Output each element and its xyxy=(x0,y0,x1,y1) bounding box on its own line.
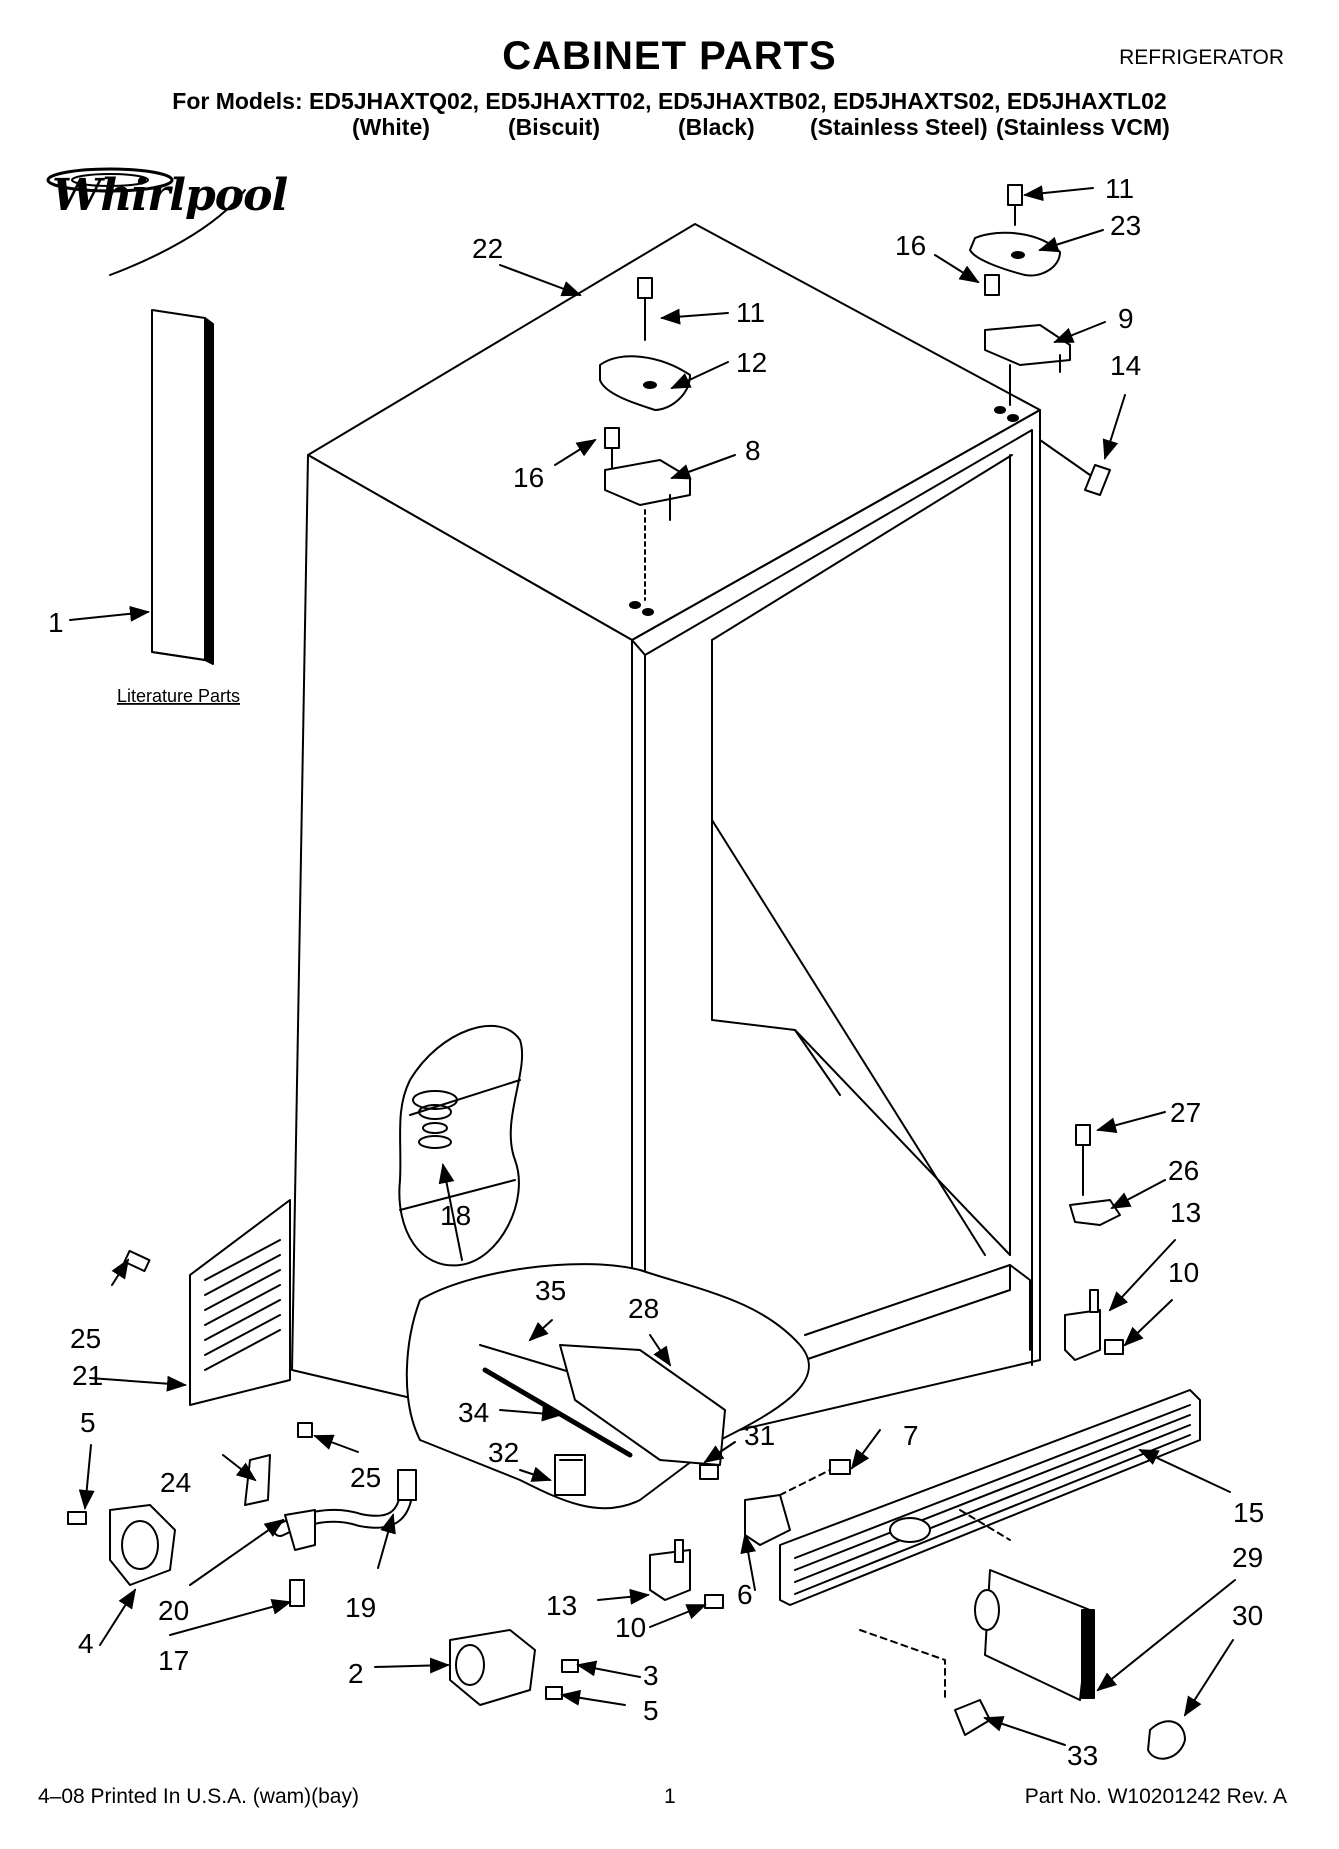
variant-black: (Black) xyxy=(678,114,755,140)
callout-12: 12 xyxy=(736,347,767,378)
whirlpool-swirl-icon xyxy=(46,167,246,276)
cutaway-lower-compartment xyxy=(405,1263,810,1510)
callout-20: 20 xyxy=(158,1595,189,1626)
callout-9: 9 xyxy=(1118,303,1134,334)
callout-25b: 25 xyxy=(350,1462,381,1493)
footer-part-number: Part No. W10201242 Rev. A xyxy=(1024,1785,1287,1808)
callout-25a: 25 xyxy=(70,1323,101,1354)
footer-print-info: 4–08 Printed In U.S.A. (wam)(bay) xyxy=(38,1785,359,1808)
callout-13a: 13 xyxy=(1170,1197,1201,1228)
callout-5a: 5 xyxy=(80,1407,96,1438)
appliance-category: REFRIGERATOR xyxy=(1119,46,1284,69)
callout-6: 6 xyxy=(737,1579,753,1610)
variant-stainless-vcm: (Stainless VCM) xyxy=(996,114,1170,140)
leader-arrows xyxy=(69,185,1236,1746)
models-line: For Models: ED5JHAXTQ02, ED5JHAXTT02, ED… xyxy=(172,88,1167,114)
callout-7: 7 xyxy=(903,1420,919,1451)
kickplate-grille-15 xyxy=(779,1389,1201,1606)
callout-15: 15 xyxy=(1233,1497,1264,1528)
top-right-hinge-parts xyxy=(969,184,1111,496)
callout-3: 3 xyxy=(643,1660,659,1691)
callout-16a: 16 xyxy=(895,230,926,261)
callout-35: 35 xyxy=(535,1275,566,1306)
callout-4: 4 xyxy=(78,1628,94,1659)
rear-grille-21 xyxy=(189,1199,291,1406)
callout-17: 17 xyxy=(158,1645,189,1676)
callout-29: 29 xyxy=(1232,1542,1263,1573)
callout-30: 30 xyxy=(1232,1600,1263,1631)
water-filter-assembly xyxy=(859,1569,1186,1760)
lower-center-parts xyxy=(649,1459,851,1609)
callout-2: 2 xyxy=(348,1658,364,1689)
lower-left-parts xyxy=(67,1249,579,1706)
callout-31: 31 xyxy=(744,1420,775,1451)
callout-23: 23 xyxy=(1110,210,1141,241)
lower-right-hinge-parts xyxy=(1064,1124,1124,1361)
callout-11a: 11 xyxy=(736,297,765,328)
callout-33: 33 xyxy=(1067,1740,1098,1771)
cutaway-18 xyxy=(398,1024,524,1267)
callout-24: 24 xyxy=(160,1467,191,1498)
footer-page-number: 1 xyxy=(664,1785,676,1808)
callout-8: 8 xyxy=(745,435,761,466)
callout-5b: 5 xyxy=(643,1695,659,1726)
callout-34: 34 xyxy=(458,1397,489,1428)
top-left-hinge-parts xyxy=(599,277,691,616)
callout-1: 1 xyxy=(48,607,64,638)
callout-14: 14 xyxy=(1110,350,1141,381)
callout-19: 19 xyxy=(345,1592,376,1623)
callout-32: 32 xyxy=(488,1437,519,1468)
variant-biscuit: (Biscuit) xyxy=(508,114,600,140)
literature-parts-label: Literature Parts xyxy=(117,686,240,706)
literature-booklet xyxy=(151,309,214,665)
callout-27: 27 xyxy=(1170,1097,1201,1128)
callout-16b: 16 xyxy=(513,462,544,493)
variant-stainless-steel: (Stainless Steel) xyxy=(810,114,988,140)
callout-22: 22 xyxy=(472,233,503,264)
callout-28: 28 xyxy=(628,1293,659,1324)
callout-10a: 10 xyxy=(1168,1257,1199,1288)
callout-labels: 1 2 3 4 5 5 6 7 8 9 10 10 11 11 12 13 13… xyxy=(48,173,1264,1771)
callout-21: 21 xyxy=(72,1360,103,1391)
refrigerator-cabinet xyxy=(291,223,1041,1456)
page-title: CABINET PARTS xyxy=(502,34,837,78)
callout-13b: 13 xyxy=(546,1590,577,1621)
callout-10b: 10 xyxy=(615,1612,646,1643)
callout-11b: 11 xyxy=(1105,173,1134,204)
callout-18: 18 xyxy=(440,1200,471,1231)
variant-white: (White) xyxy=(352,114,430,140)
callout-26: 26 xyxy=(1168,1155,1199,1186)
